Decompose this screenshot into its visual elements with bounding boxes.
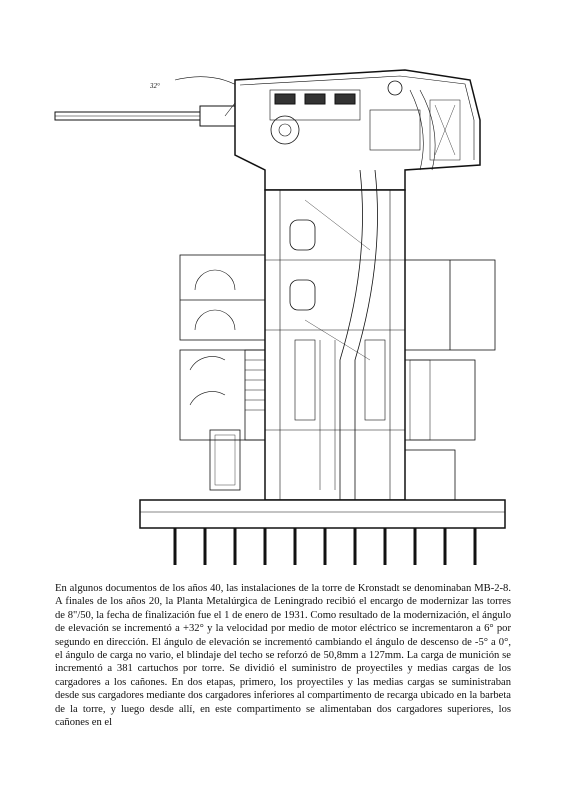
elevation-label: 32° — [149, 82, 160, 90]
right-compartments — [404, 259, 496, 501]
body-paragraph: En algunos documentos de los años 40, la… — [55, 583, 511, 729]
ammunition-trunk — [264, 169, 406, 501]
gun-barrel — [54, 105, 241, 127]
foundation — [139, 499, 506, 565]
gunhouse — [234, 69, 481, 191]
turret-cross-section-drawing: 32° — [54, 69, 506, 565]
left-compartments — [179, 254, 266, 491]
